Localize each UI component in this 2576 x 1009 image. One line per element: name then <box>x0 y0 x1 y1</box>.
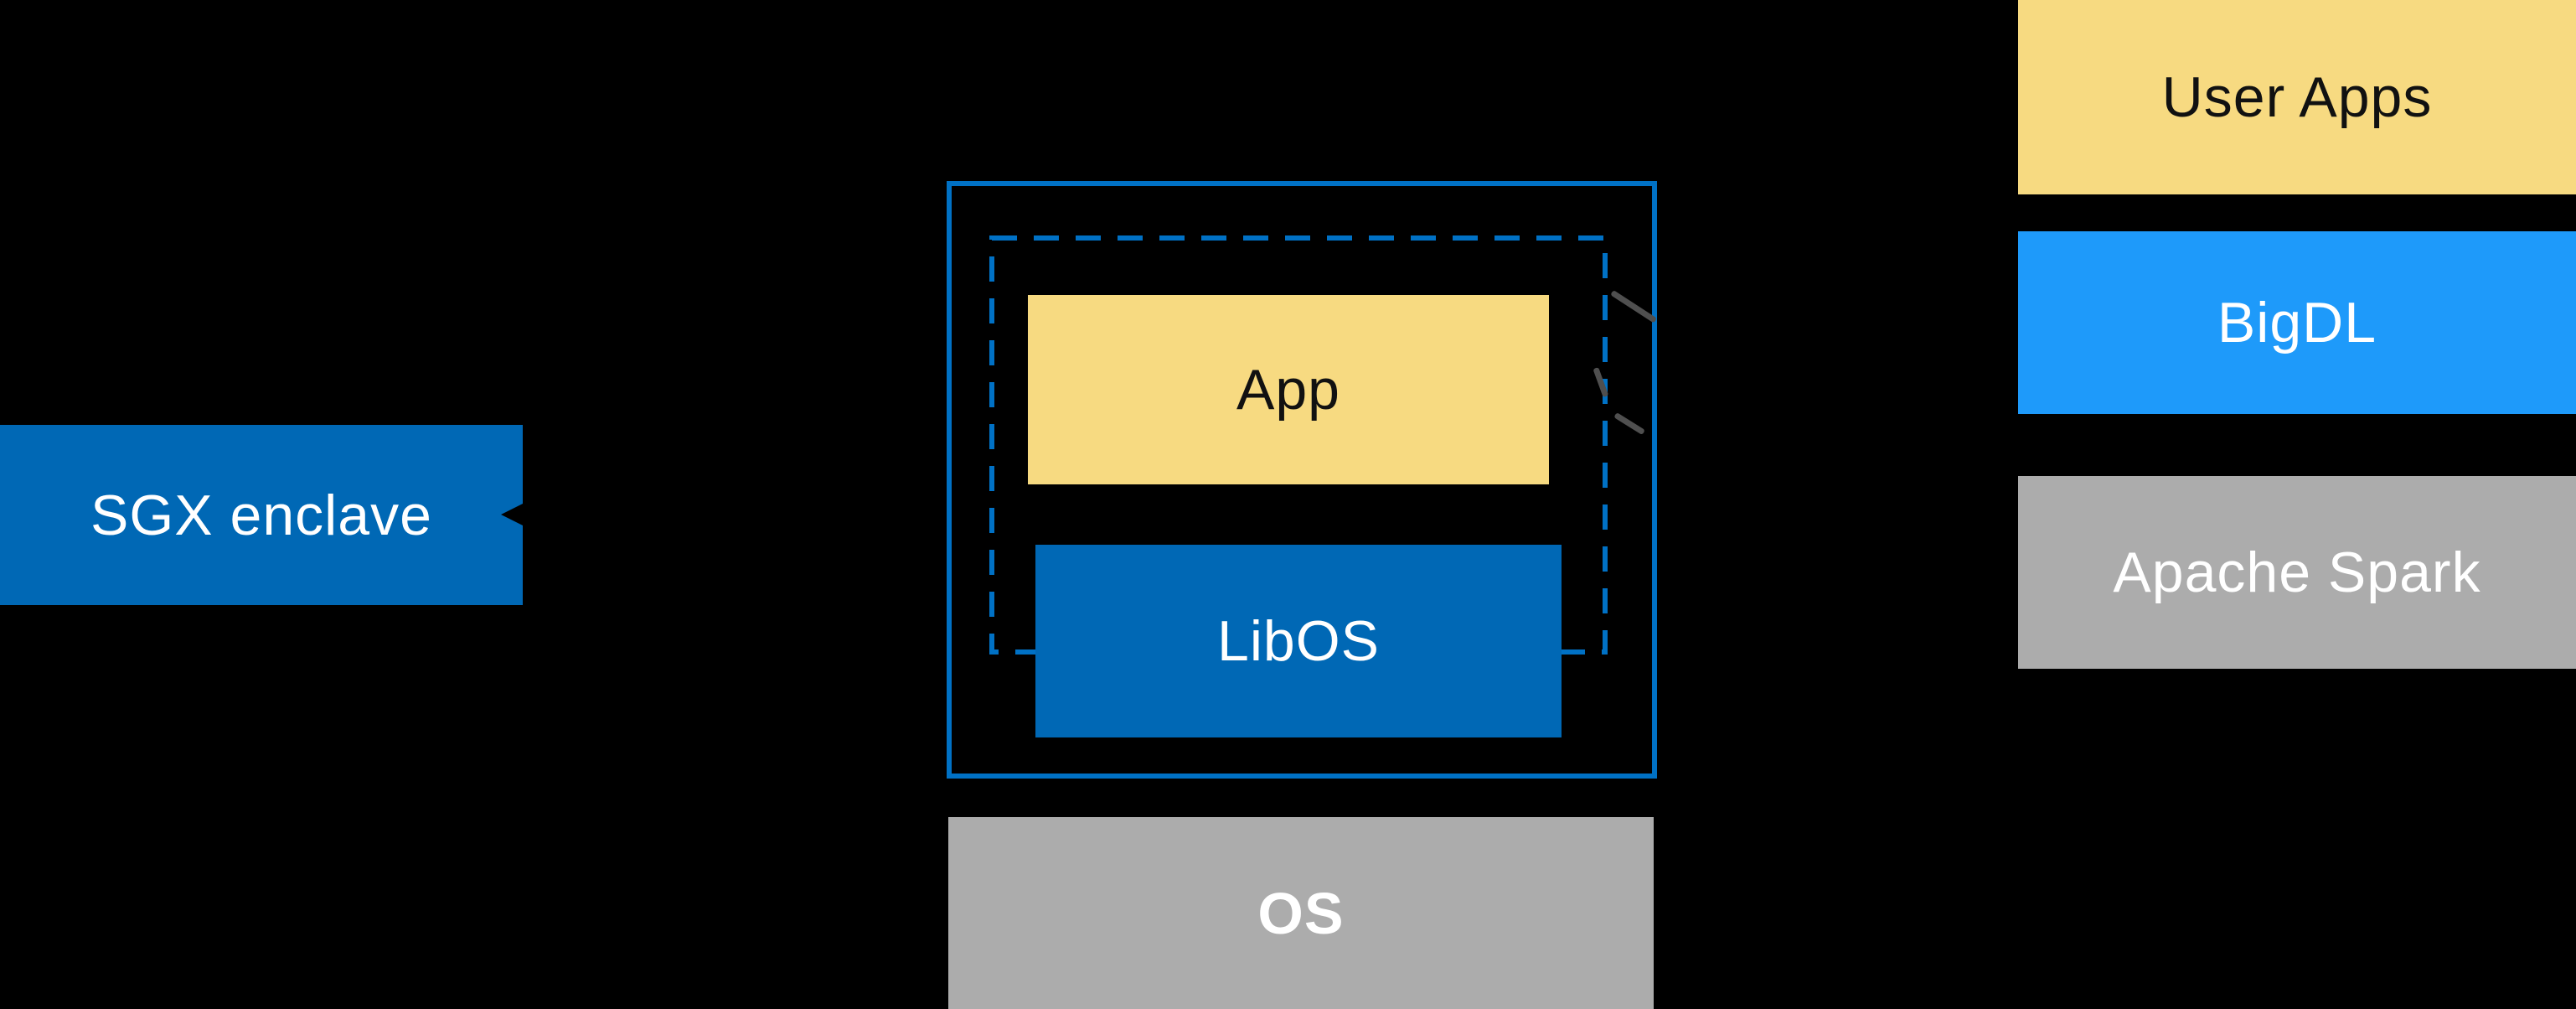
user-apps-label: User Apps <box>2161 65 2433 129</box>
stack-item-apache-spark: Apache Spark <box>2018 476 2576 669</box>
apache-spark-label: Apache Spark <box>2113 541 2481 604</box>
enclave-dashed-border <box>989 235 1608 655</box>
stack-item-user-apps: User Apps <box>2018 0 2576 194</box>
libos-box: LibOS <box>1035 545 1562 737</box>
stack-item-bigdl: BigDL <box>2018 231 2576 414</box>
sgx-enclave-box: SGX enclave <box>0 425 523 605</box>
libos-label: LibOS <box>1217 609 1380 673</box>
enclave-outer-border <box>947 181 1657 779</box>
arrowhead-remnant-icon <box>501 495 539 534</box>
bigdl-label: BigDL <box>2217 291 2377 354</box>
os-label: OS <box>1257 880 1345 946</box>
os-box: OS <box>948 817 1654 1009</box>
app-box: App <box>1028 295 1549 484</box>
sgx-enclave-label: SGX enclave <box>90 483 432 547</box>
app-label: App <box>1236 358 1340 422</box>
